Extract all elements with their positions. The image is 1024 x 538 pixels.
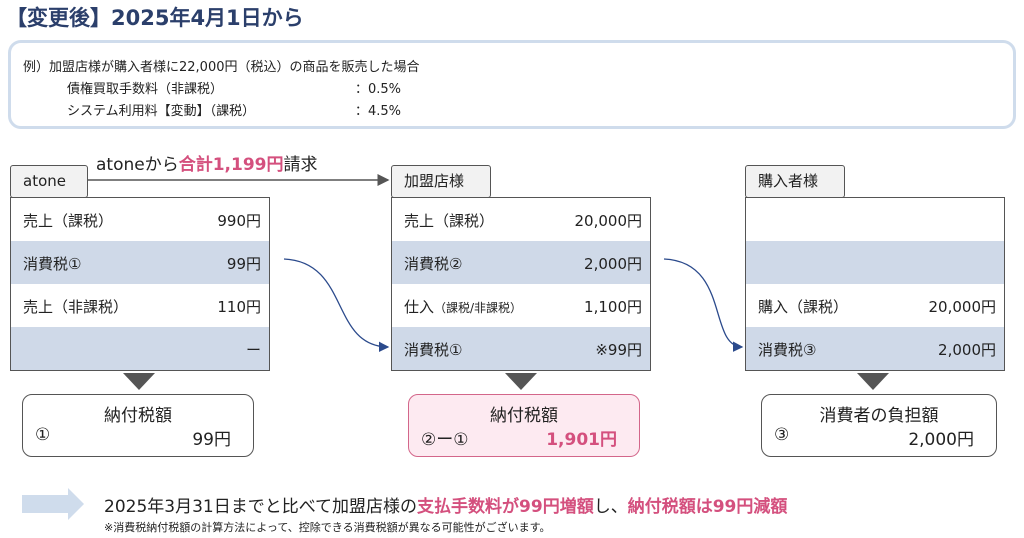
fee1-label: 債権買取手数料（非課税） <box>67 82 224 97</box>
tax1-arrow <box>283 258 390 353</box>
row-label: 仕入（課税/非課税） <box>404 296 522 317</box>
summary-tax-decrease: 納付税額は99円減額 <box>627 497 788 517</box>
buyer-label: 購入者様 <box>745 165 845 198</box>
down-arrow-icon <box>123 373 155 390</box>
tax2-arrow <box>663 258 744 352</box>
row-label: 売上（課税） <box>23 212 114 230</box>
ledger-row <box>746 198 1004 241</box>
row-value: 1,100円 <box>584 298 642 316</box>
example-description: 例）加盟店様が購入者様に22,000円（税込）の商品を販売した場合 <box>23 60 420 75</box>
page-title: 【変更後】2025年4月1日から <box>6 6 304 30</box>
down-arrow-icon <box>505 373 537 390</box>
example-box: 例）加盟店様が購入者様に22,000円（税込）の商品を販売した場合 債権買取手数… <box>8 40 1016 129</box>
ledger-row: 消費税② 2,000円 <box>392 241 650 284</box>
buyer-result: 消費者の負担額 ③ 2,000円 <box>761 394 997 457</box>
ledger-row: 売上（課税） 20,000円 <box>392 198 650 241</box>
footnote: ※消費税納付税額の計算方法によって、控除できる消費税額が異なる可能性がございます… <box>104 521 551 534</box>
row-value: 990円 <box>217 212 261 230</box>
fee2-value: ：4.5% <box>355 104 402 119</box>
ledger-row: 購入（課税） 20,000円 <box>746 284 1004 327</box>
result-formula: ① <box>35 425 51 445</box>
row-label: 消費税③ <box>758 341 817 359</box>
merchant-label: 加盟店様 <box>391 165 491 198</box>
fee1-value: ：0.5% <box>355 82 402 97</box>
summary-part3: し、 <box>593 497 628 517</box>
row-value: 110円 <box>217 298 261 316</box>
billing-label: atoneから合計1,199円請求 <box>96 150 318 175</box>
row-label: 売上（課税） <box>404 212 495 230</box>
ledger-row <box>746 241 1004 284</box>
ledger-row: 消費税① 99円 <box>11 241 269 284</box>
row-label-note: （課税/非課税） <box>434 301 523 315</box>
row-value: 99円 <box>226 255 261 273</box>
buyer-ledger: 購入（課税） 20,000円 消費税③ 2,000円 <box>745 197 1005 371</box>
summary-line: 2025年3月31日までと比べて加盟店様の支払手数料が99円増額し、納付税額は9… <box>104 492 787 517</box>
row-label-main: 仕入 <box>404 298 435 316</box>
ledger-row: ー <box>11 327 269 370</box>
row-value: 20,000円 <box>928 298 997 316</box>
row-value: 20,000円 <box>574 212 643 230</box>
result-value: 2,000円 <box>908 430 974 450</box>
row-value: 2,000円 <box>584 255 642 273</box>
row-label: 消費税① <box>23 255 82 273</box>
ledger-row: 売上（非課税） 110円 <box>11 284 269 327</box>
atone-result: 納付税額 ① 99円 <box>22 394 254 457</box>
fee2-label: システム利用料【変動】（課税） <box>67 104 256 119</box>
billing-total: 合計1,199円 <box>178 155 284 175</box>
merchant-ledger: 売上（課税） 20,000円 消費税② 2,000円 仕入（課税/非課税） 1,100… <box>391 197 651 371</box>
row-label: 消費税② <box>404 255 463 273</box>
result-formula: ②ー① <box>421 430 469 450</box>
atone-label: atone <box>10 165 88 198</box>
summary-fee-increase: 支払手数料が99円増額 <box>417 497 594 517</box>
merchant-result: 納付税額 ②ー① 1,901円 <box>408 394 640 457</box>
result-value: 1,901円 <box>546 430 617 450</box>
row-value: ー <box>245 341 261 359</box>
result-title: 消費者の負担額 <box>819 406 939 426</box>
billing-suffix: 請求 <box>283 155 318 175</box>
row-label: 購入（課税） <box>758 298 849 316</box>
down-arrow-icon <box>857 373 889 390</box>
result-title: 納付税額 <box>490 406 558 426</box>
result-title: 納付税額 <box>104 406 172 426</box>
summary-part1: 2025年3月31日までと比べて加盟店様の <box>104 497 418 517</box>
result-value: 99円 <box>192 430 231 450</box>
ledger-row: 消費税③ 2,000円 <box>746 327 1004 370</box>
row-value: 2,000円 <box>938 341 996 359</box>
row-value: ※99円 <box>595 341 642 359</box>
row-label: 消費税① <box>404 341 463 359</box>
atone-ledger: 売上（課税） 990円 消費税① 99円 売上（非課税） 110円 ー <box>10 197 270 371</box>
ledger-row: 売上（課税） 990円 <box>11 198 269 241</box>
billing-prefix: atoneから <box>96 155 179 175</box>
ledger-row: 消費税① ※99円 <box>392 327 650 370</box>
row-label: 売上（非課税） <box>23 298 129 316</box>
ledger-row: 仕入（課税/非課税） 1,100円 <box>392 284 650 327</box>
result-formula: ③ <box>774 425 790 445</box>
summary-arrow-icon <box>22 488 84 520</box>
